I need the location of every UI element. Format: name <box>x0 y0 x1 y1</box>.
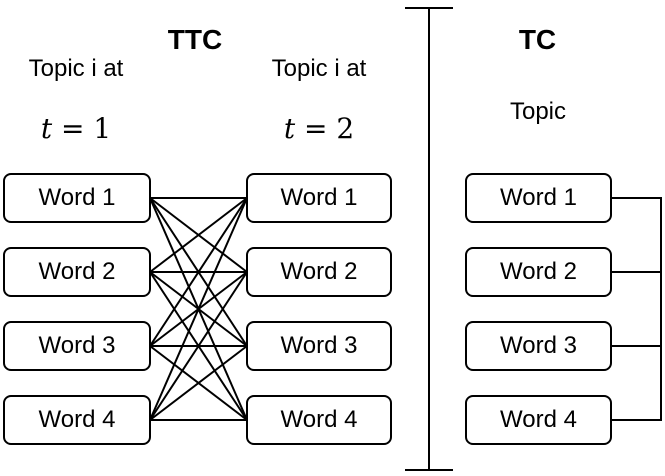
ttc-left-word-box: Word 3 <box>3 321 151 371</box>
time-value: = 2 <box>303 112 355 145</box>
ttc-left-word-box: Word 1 <box>3 173 151 223</box>
tc-heading: Topic <box>509 98 567 125</box>
ttc-title: TTC <box>167 24 223 55</box>
ttc-connection-line <box>149 345 248 421</box>
time-value: = 1 <box>60 112 112 145</box>
ttc-right-time: t = 2 <box>244 112 394 145</box>
tc-word-box: Word 1 <box>465 173 612 223</box>
ttc-right-heading: Topic i at <box>271 55 367 82</box>
tc-word-box: Word 4 <box>465 395 612 445</box>
ttc-left-word-box: Word 2 <box>3 247 151 297</box>
ttc-right-word-box: Word 4 <box>246 395 392 445</box>
ttc-right-word-box: Word 3 <box>246 321 392 371</box>
tc-word-box: Word 3 <box>465 321 612 371</box>
tc-word-box: Word 2 <box>465 247 612 297</box>
ttc-right-word-box: Word 1 <box>246 173 392 223</box>
time-variable: t <box>283 112 296 145</box>
ttc-left-heading: Topic i at <box>28 55 124 82</box>
ttc-connection-line <box>149 197 248 273</box>
ttc-left-word-box: Word 4 <box>3 395 151 445</box>
tc-title: TC <box>518 24 557 55</box>
ttc-connection-line <box>149 197 248 347</box>
ttc-right-word-box: Word 2 <box>246 247 392 297</box>
ttc-connection-line <box>149 271 248 421</box>
time-variable: t <box>40 112 53 145</box>
ttc-connection-line <box>149 197 248 421</box>
ttc-left-time: t = 1 <box>0 112 152 145</box>
